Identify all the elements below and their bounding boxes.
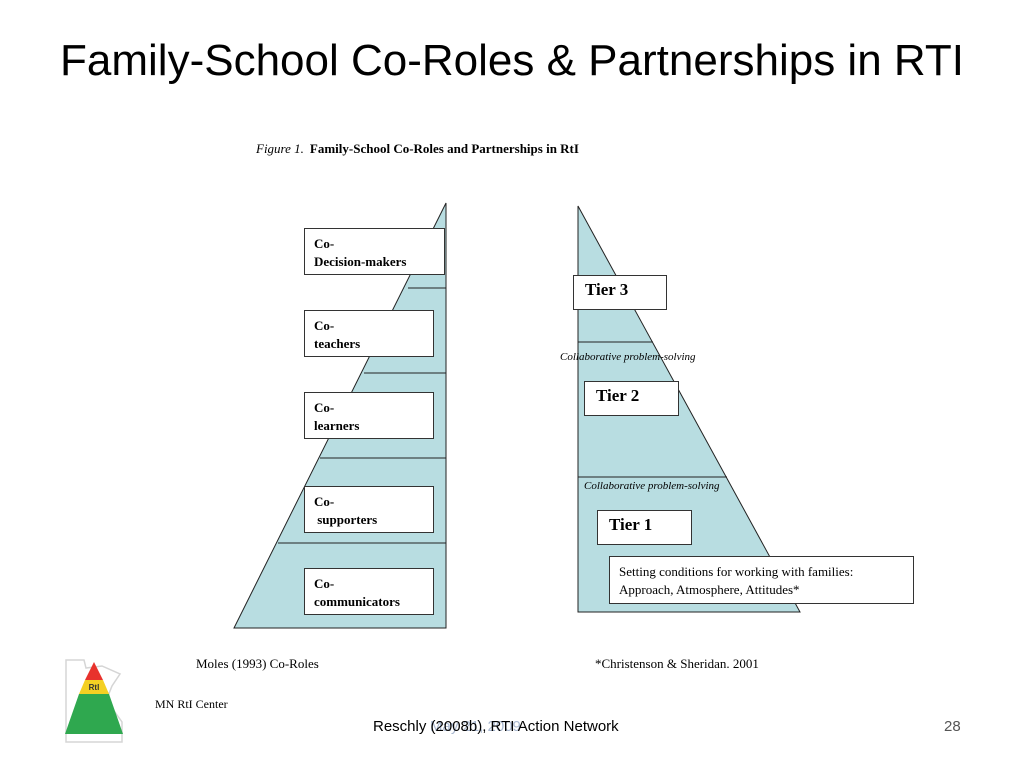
tier-1-box: Tier 1 — [597, 510, 692, 545]
figure-caption: Figure 1. Family-School Co-Roles and Part… — [256, 141, 579, 157]
slide-title: Family-School Co-Roles & Partnerships in… — [60, 36, 964, 85]
role-name: teachers — [314, 336, 361, 351]
logo-red-tier — [85, 662, 103, 680]
role-name: Decision-makers — [314, 254, 407, 269]
right-pyramid-dividers — [578, 341, 727, 478]
setting-line-2: Approach, Atmosphere, Attitudes* — [619, 582, 800, 597]
logo-green-tier — [65, 694, 123, 734]
logo-yellow-tier — [79, 680, 109, 694]
page-number: 28 — [944, 718, 961, 735]
footer-date: May 21, 2009 — [430, 718, 521, 735]
mn-rti-logo: RtI — [65, 659, 123, 743]
figure-title: Family-School Co-Roles and Partnerships … — [309, 141, 579, 156]
tier-3-box: Tier 3 — [573, 275, 667, 310]
role-prefix: Co- — [314, 400, 335, 415]
role-name: communicators — [314, 594, 400, 609]
role-box-supporters: Co- supporters — [304, 486, 434, 533]
role-box-decision-makers: Co- Decision-makers — [304, 228, 445, 275]
logo-label: RtI — [89, 683, 100, 692]
left-pyramid-dividers — [278, 287, 446, 544]
role-prefix: Co- — [314, 494, 335, 509]
collaborative-label-lower: Collaborative problem-solving — [584, 480, 720, 492]
setting-line-1: Setting conditions for working with fami… — [619, 564, 854, 579]
tier-2-box: Tier 2 — [584, 381, 679, 416]
role-box-teachers: Co- teachers — [304, 310, 434, 357]
role-box-communicators: Co- communicators — [304, 568, 434, 615]
minnesota-outline — [65, 659, 123, 743]
footer-citation: Reschly (2008b), RTI Action Network — [373, 718, 619, 735]
org-name: MN RtI Center — [155, 697, 228, 711]
role-prefix: Co- — [314, 236, 335, 251]
collaborative-label-upper: Collaborative problem-solving — [560, 351, 696, 363]
role-name: supporters — [314, 512, 378, 527]
left-source: Moles (1993) Co-Roles — [196, 656, 319, 671]
role-box-learners: Co- learners — [304, 392, 434, 439]
role-prefix: Co- — [314, 576, 335, 591]
role-name: learners — [314, 418, 360, 433]
right-source: *Christenson & Sheridan. 2001 — [595, 656, 759, 671]
setting-conditions-box: Setting conditions for working with fami… — [609, 556, 914, 604]
role-prefix: Co- — [314, 318, 335, 333]
figure-number: Figure 1. — [256, 141, 304, 156]
